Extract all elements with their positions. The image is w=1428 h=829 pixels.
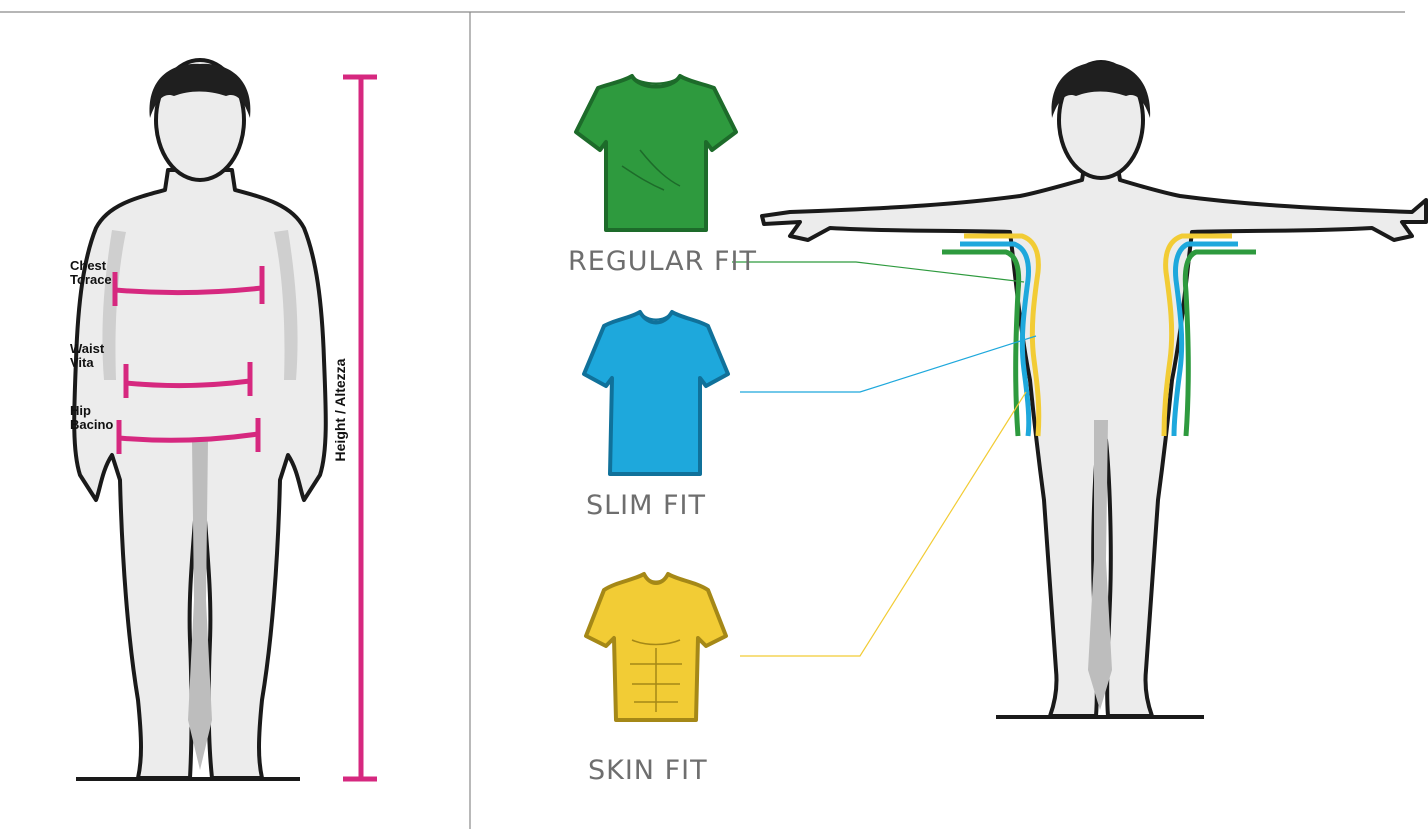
skin-fit-leader (740, 392, 1026, 656)
waist-label-it: Vita (70, 356, 104, 370)
waist-label-en: Waist (70, 342, 104, 356)
hip-label-en: Hip (70, 404, 113, 418)
t-pose-body-figure (762, 62, 1426, 716)
slim-fit-label: SLIM FIT (586, 490, 706, 521)
chest-label-it: Torace (70, 273, 112, 287)
waist-label: Waist Vita (70, 342, 104, 370)
skin-fit-tshirt-icon (586, 574, 726, 720)
hip-label-it: Bacino (70, 418, 113, 432)
regular-fit-tshirt-icon (576, 76, 736, 230)
regular-fit-label: REGULAR FIT (568, 246, 757, 277)
chest-label-en: Chest (70, 259, 112, 273)
skin-fit-label: SKIN FIT (588, 755, 708, 786)
regular-fit-leader (732, 262, 1024, 282)
height-label: Height / Altezza (332, 359, 348, 462)
height-measure-bar (343, 77, 377, 779)
slim-fit-leader (740, 336, 1036, 392)
slim-fit-tshirt-icon (584, 312, 728, 474)
chest-label: Chest Torace (70, 259, 112, 287)
hip-label: Hip Bacino (70, 404, 113, 432)
